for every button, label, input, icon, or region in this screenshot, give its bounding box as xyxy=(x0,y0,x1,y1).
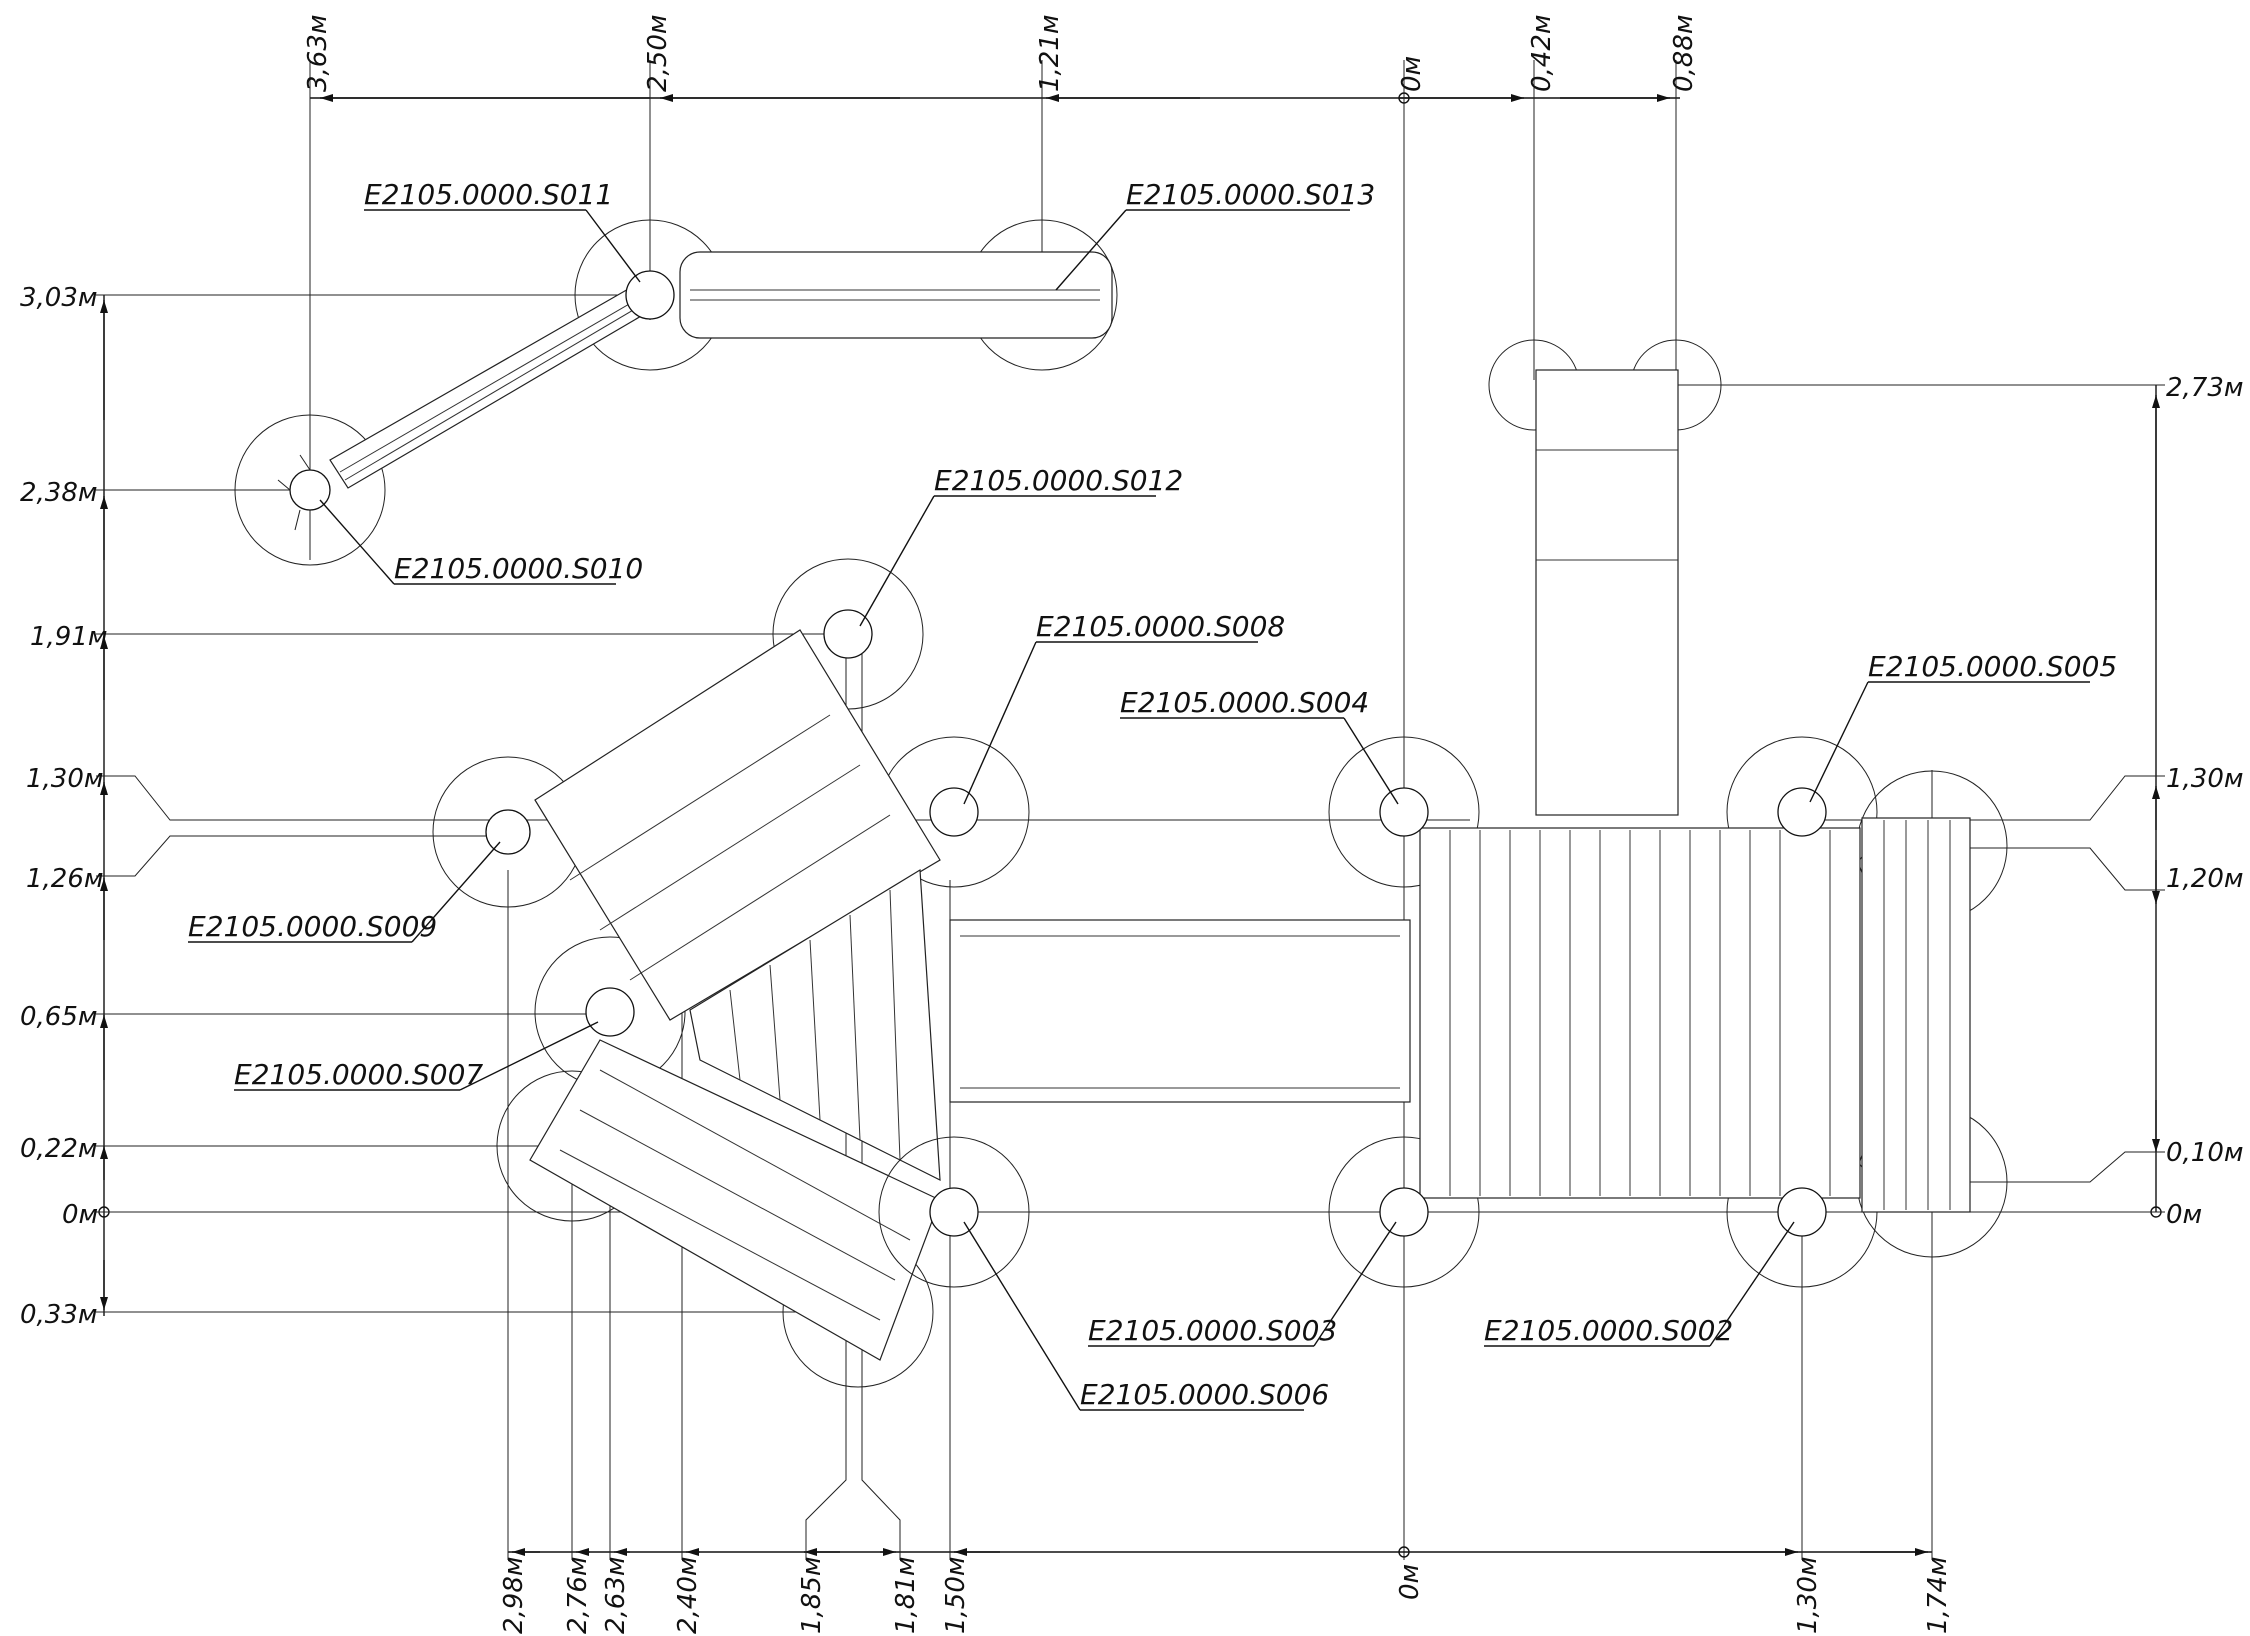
top-dimension-chain: 3,63м 2,50м 1,21м 0м 0,42м 0,88м xyxy=(303,14,1699,1560)
component-label-s003: E2105.0000.S003 xyxy=(1088,1314,1337,1347)
left-dim-label: 0,33м xyxy=(20,1300,98,1330)
component-label-s007: E2105.0000.S007 xyxy=(234,1058,483,1091)
bottom-dim-label: 1,30м xyxy=(1793,1556,1823,1634)
right-dim-label: 1,30м xyxy=(2166,764,2244,794)
left-dimension-chain: 3,03м 2,38м 1,91м 1,30м 1,26м 0,65м 0,22… xyxy=(20,283,1470,1330)
component-label-s006: E2105.0000.S006 xyxy=(1080,1378,1329,1411)
left-dim-label: 0м xyxy=(62,1200,98,1230)
top-dim-label: 2,50м xyxy=(643,14,673,92)
top-dim-label: 0,88м xyxy=(1669,14,1699,92)
left-dim-label: 1,26м xyxy=(26,864,104,894)
left-dim-label: 2,38м xyxy=(20,478,98,508)
left-dim-label: 3,03м xyxy=(20,283,98,313)
top-dim-label: 0м xyxy=(1397,56,1427,92)
component-label-s005: E2105.0000.S005 xyxy=(1868,650,2117,683)
right-dim-label: 2,73м xyxy=(2166,373,2244,403)
left-dim-label: 1,30м xyxy=(26,764,104,794)
right-dim-label: 1,20м xyxy=(2166,864,2244,894)
bottom-dim-label: 0м xyxy=(1395,1564,1425,1600)
top-dim-label: 3,63м xyxy=(303,14,333,92)
bottom-dim-label: 1,50м xyxy=(941,1556,971,1634)
bottom-dim-label: 2,98м xyxy=(499,1556,529,1634)
bottom-dim-label: 1,81м xyxy=(891,1556,921,1634)
component-label-s002: E2105.0000.S002 xyxy=(1484,1314,1733,1347)
component-label-s010: E2105.0000.S010 xyxy=(394,552,643,585)
top-dim-label: 0,42м xyxy=(1527,14,1557,92)
right-dimension-chain: 2,73м 1,30м 1,20м 0,10м 0м xyxy=(1404,373,2244,1230)
top-left-module xyxy=(234,219,1118,566)
left-angled-module xyxy=(432,558,1030,1388)
component-label-s012: E2105.0000.S012 xyxy=(934,464,1183,497)
top-dim-label: 1,21м xyxy=(1035,14,1065,92)
component-label-s004: E2105.0000.S004 xyxy=(1120,686,1369,719)
component-labels: E2105.0000.S011 E2105.0000.S013 E2105.00… xyxy=(188,178,2117,1411)
component-label-s011: E2105.0000.S011 xyxy=(364,178,613,211)
bottom-dim-label: 1,85м xyxy=(797,1556,827,1634)
left-dim-label: 0,65м xyxy=(20,1002,98,1032)
right-platform xyxy=(1379,339,2008,1288)
bottom-dim-label: 1,74м xyxy=(1923,1556,1953,1634)
component-label-s008: E2105.0000.S008 xyxy=(1036,610,1285,643)
right-dim-label: 0м xyxy=(2166,1200,2202,1230)
bottom-dim-label: 2,76м xyxy=(563,1556,593,1634)
bottom-dim-label: 2,63м xyxy=(601,1556,631,1634)
left-dim-label: 1,91м xyxy=(30,622,108,652)
left-dim-label: 0,22м xyxy=(20,1134,98,1164)
bottom-dim-label: 2,40м xyxy=(673,1556,703,1634)
component-label-s013: E2105.0000.S013 xyxy=(1126,178,1375,211)
right-dim-label: 0,10м xyxy=(2166,1138,2244,1168)
central-bridge xyxy=(878,736,1480,1288)
component-label-s009: E2105.0000.S009 xyxy=(188,910,437,943)
